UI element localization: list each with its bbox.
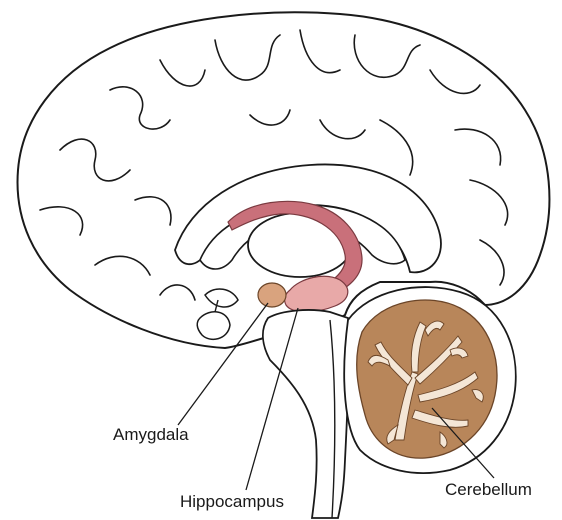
hippocampus-label: Hippocampus xyxy=(180,492,284,511)
amygdala-label: Amygdala xyxy=(113,425,189,444)
amygdala xyxy=(258,283,286,307)
brainstem xyxy=(263,310,349,518)
pituitary xyxy=(197,312,230,339)
cerebellum-label: Cerebellum xyxy=(445,480,532,499)
